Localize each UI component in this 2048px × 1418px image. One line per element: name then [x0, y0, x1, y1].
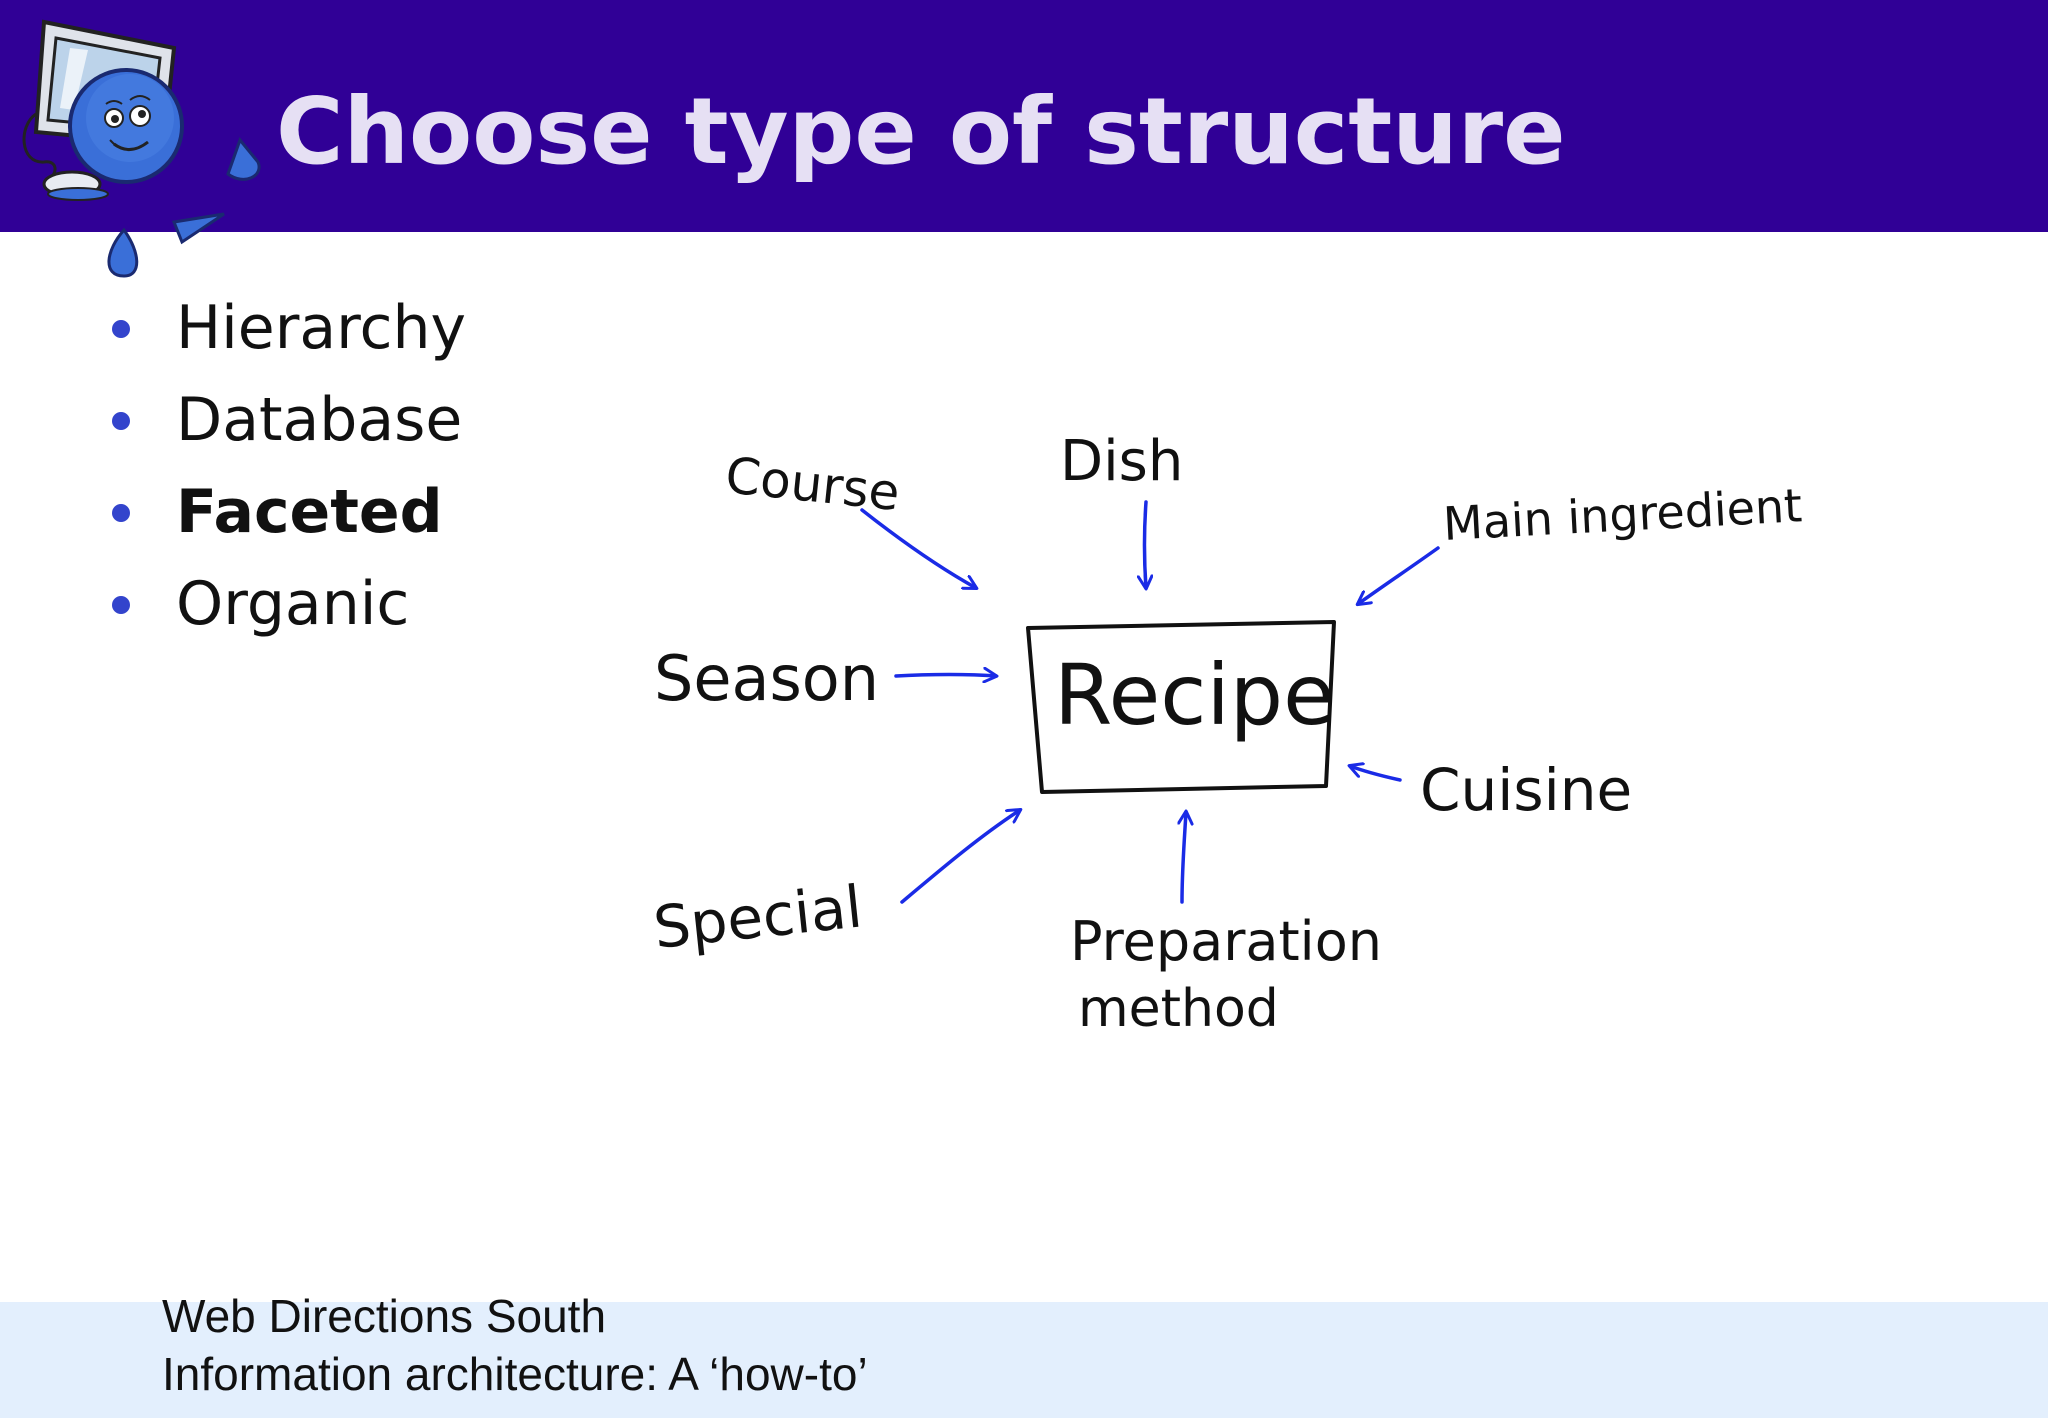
- bullet-text: Hierarchy: [176, 293, 467, 363]
- arrow-special: [900, 810, 1020, 904]
- bullet-text: Database: [176, 385, 463, 455]
- dish-label: Dish: [1060, 429, 1183, 494]
- arrow-preparation: [1182, 812, 1186, 904]
- arrow-season: [894, 675, 996, 677]
- cuisine-label: Cuisine: [1420, 756, 1632, 824]
- bullet-item: Organic: [100, 558, 466, 650]
- computer-mascot-icon: [22, 19, 261, 278]
- arrow-cuisine: [1350, 766, 1402, 782]
- bullet-dot-icon: [112, 412, 130, 430]
- bullet-dot-icon: [112, 504, 130, 522]
- bullet-item: Hierarchy: [100, 282, 466, 374]
- recipe-box: [1026, 620, 1336, 794]
- header-bar: [0, 0, 2048, 232]
- footer-event-name: Web Directions South: [162, 1290, 607, 1342]
- course-label: Course: [723, 446, 903, 522]
- bullet-text: Faceted: [176, 477, 443, 547]
- season-label: Season: [654, 642, 879, 715]
- slide-title: Choose type of structure: [276, 78, 1566, 185]
- preparation-label: Preparation: [1070, 910, 1382, 973]
- arrow-course: [860, 508, 976, 588]
- bullet-text: Organic: [176, 569, 410, 639]
- footer-talk-title: Information architecture: A ‘how-to’: [162, 1348, 868, 1400]
- bullet-item: Database: [100, 374, 466, 466]
- bullet-item-highlighted: Faceted: [100, 466, 466, 558]
- footer-bar: [0, 1302, 2048, 1418]
- main-ingredient-label: Main ingredient: [1442, 478, 1804, 551]
- recipe-label: Recipe: [1054, 646, 1335, 744]
- bullet-list: Hierarchy Database Faceted Organic: [100, 282, 466, 650]
- arrow-main-ingredient: [1358, 546, 1440, 604]
- bullet-dot-icon: [112, 596, 130, 614]
- special-label: Special: [650, 872, 865, 961]
- arrow-dish: [1145, 500, 1147, 588]
- bullet-dot-icon: [112, 320, 130, 338]
- faceted-classification-diagram: Recipe Course Dish Main ingredient Seaso…: [650, 429, 1804, 1039]
- method-label: method: [1078, 979, 1279, 1039]
